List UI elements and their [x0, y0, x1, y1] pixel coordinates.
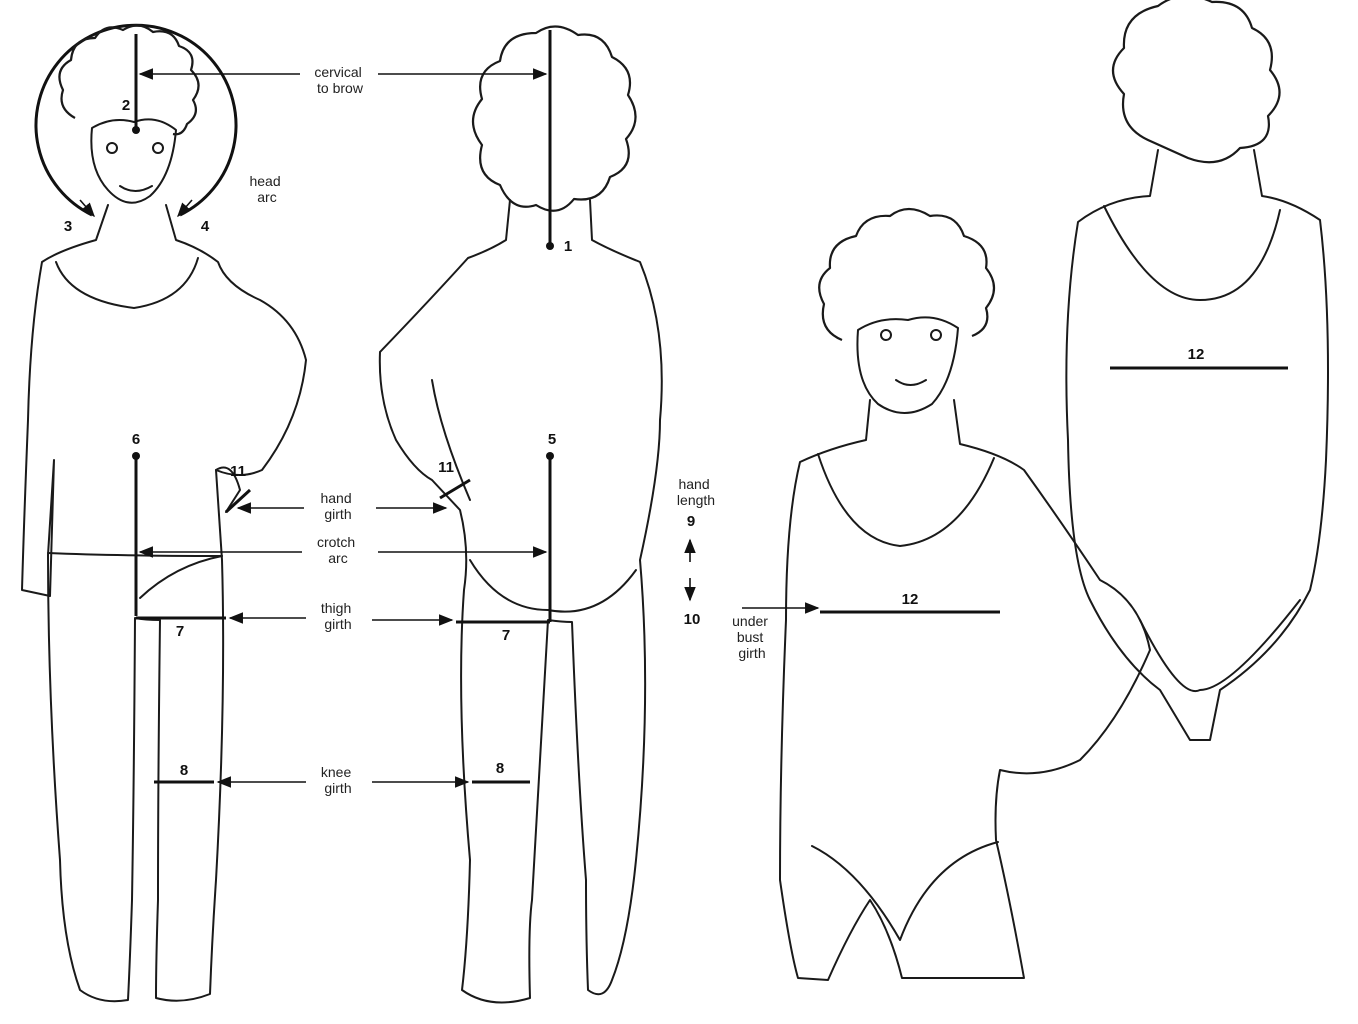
- point-6: [132, 452, 140, 460]
- neckline-back-adult: [1104, 206, 1280, 300]
- num-4: 4: [201, 218, 210, 235]
- num-8-back: 8: [496, 760, 504, 777]
- eye-icon: [931, 330, 941, 340]
- label-head-arc: head arc: [249, 173, 284, 205]
- num-6: 6: [132, 431, 140, 448]
- eye-icon: [153, 143, 163, 153]
- leotard-back-adult: [1140, 600, 1300, 691]
- label-hand-girth: hand girth: [320, 490, 355, 522]
- num-9: 9: [687, 513, 695, 530]
- body-back-child: [380, 200, 662, 1003]
- num-12-front: 12: [902, 591, 919, 608]
- label-knee-girth: knee girth: [321, 764, 355, 796]
- num-5: 5: [548, 431, 556, 448]
- point-5: [546, 452, 554, 460]
- hair-back-adult: [1113, 0, 1280, 162]
- eye-icon: [107, 143, 117, 153]
- body-front-child: [22, 205, 306, 1001]
- label-under-bust-girth: under bust girth: [732, 613, 772, 661]
- neckline: [56, 258, 198, 308]
- num-8-front: 8: [180, 762, 188, 779]
- num-10: 10: [684, 611, 701, 628]
- eye-icon: [881, 330, 891, 340]
- point-2: [132, 126, 140, 134]
- num-7-front: 7: [176, 623, 184, 640]
- body-front-adult: [780, 400, 1150, 980]
- figure-back-child: [380, 26, 662, 1002]
- figure-front-child: [22, 25, 306, 1001]
- num-7-back: 7: [502, 627, 510, 644]
- hair-back-child: [473, 26, 636, 210]
- label-hand-length: hand length: [677, 476, 715, 508]
- label-thigh-girth: thigh girth: [321, 600, 355, 632]
- mouth-icon: [896, 380, 926, 385]
- num-12-back: 12: [1188, 346, 1205, 363]
- leotard-legline: [812, 842, 998, 940]
- body-back-adult: [1066, 150, 1328, 740]
- face-front-adult: [857, 317, 958, 413]
- leotard-back: [470, 560, 636, 612]
- label-cervical-to-brow: cervical to brow: [314, 64, 365, 96]
- num-11-back: 11: [438, 459, 454, 476]
- figure-back-adult: [1066, 0, 1328, 740]
- figure-front-adult: [780, 209, 1150, 980]
- num-3: 3: [64, 218, 72, 235]
- point-1: [546, 242, 554, 250]
- num-1: 1: [564, 238, 572, 255]
- num-2: 2: [122, 97, 130, 114]
- num-11-front: 11: [230, 463, 246, 480]
- label-crotch-arc: crotch arc: [317, 534, 359, 566]
- mouth-icon: [120, 186, 152, 191]
- leotard-leg: [140, 556, 222, 598]
- hair-front-child: [59, 25, 198, 134]
- neckline-adult: [818, 454, 994, 546]
